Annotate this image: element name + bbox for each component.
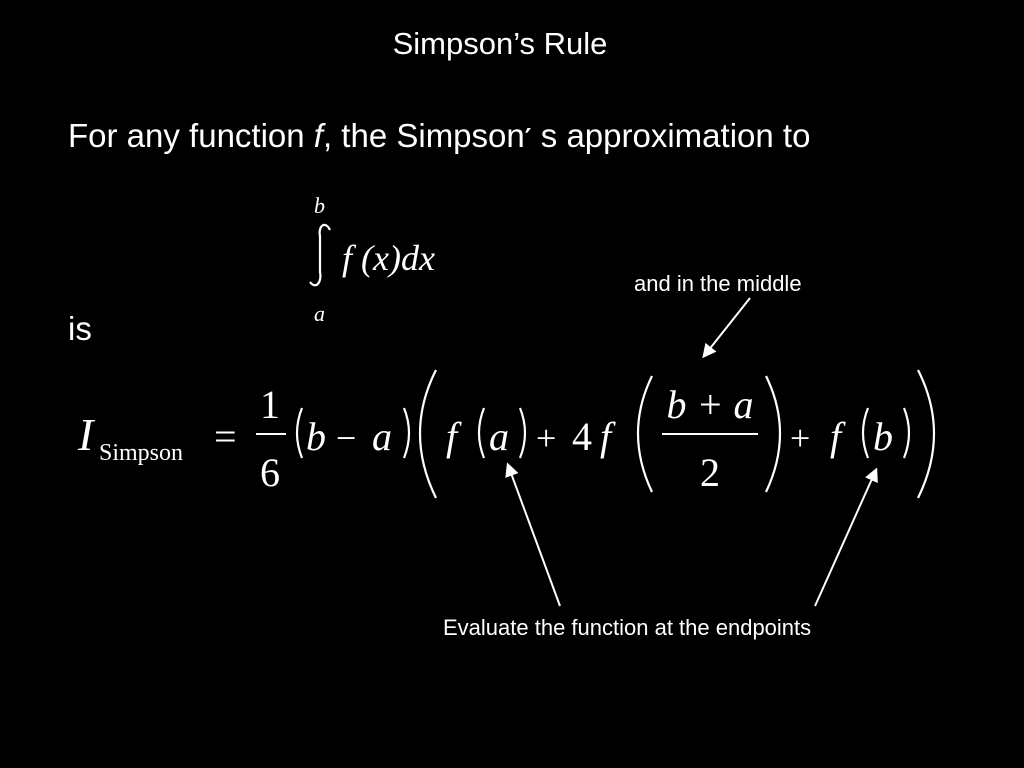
integral-expression: b a f (x)dx bbox=[309, 193, 435, 326]
intro-text: For any function f, the Simpson′ s appro… bbox=[68, 109, 948, 166]
coefficient-4: 4 bbox=[572, 414, 592, 459]
paren-close-mid bbox=[765, 375, 782, 493]
big-paren-open bbox=[418, 369, 437, 499]
factor-b: b bbox=[306, 414, 326, 459]
integral-upper-limit: b bbox=[314, 193, 325, 218]
factor-minus: − bbox=[336, 418, 356, 458]
big-paren-close bbox=[917, 369, 936, 499]
integral-lower-limit: a bbox=[314, 301, 325, 326]
paren-open-fa bbox=[477, 407, 486, 459]
annotation-middle: and in the middle bbox=[634, 271, 802, 296]
arrow-endpoint-b bbox=[814, 467, 878, 607]
arrow-middle bbox=[702, 297, 751, 359]
lhs-symbol: I bbox=[77, 409, 96, 460]
simpson-formula: I Simpson = 1 6 b − a f a + 4 f b + a 2 bbox=[77, 369, 936, 499]
intro-part-2: , the Simpson bbox=[322, 117, 525, 154]
integral-sign bbox=[309, 223, 331, 287]
annotation-endpoints: Evaluate the function at the endpoints bbox=[443, 615, 812, 640]
paren-close-ba bbox=[402, 407, 411, 459]
is-word: is bbox=[68, 310, 92, 347]
arrow-endpoint-a bbox=[505, 462, 561, 607]
equals-sign: = bbox=[214, 414, 237, 459]
plus-1: + bbox=[536, 418, 556, 458]
slide-title: Simpson’s Rule bbox=[392, 26, 608, 61]
mid-numerator: b + a bbox=[667, 382, 754, 427]
factor-a: a bbox=[372, 414, 392, 459]
intro-function-var: f bbox=[313, 117, 323, 154]
intro-part-1: For any function bbox=[68, 117, 314, 154]
fa-f: f bbox=[446, 414, 462, 459]
fraction-denominator: 6 bbox=[260, 450, 280, 495]
fmid-f: f bbox=[600, 414, 616, 459]
paren-open-fb bbox=[861, 407, 870, 459]
paren-open-mid bbox=[636, 375, 653, 493]
paren-close-fa bbox=[518, 407, 527, 459]
paren-open-ba bbox=[295, 407, 304, 459]
intro-prime: ′ bbox=[524, 124, 532, 154]
intro-part-3: s approximation to bbox=[531, 117, 811, 154]
paren-close-fb bbox=[902, 407, 911, 459]
fa-arg: a bbox=[489, 414, 509, 459]
integrand: f (x)dx bbox=[342, 238, 435, 278]
plus-2: + bbox=[790, 418, 810, 458]
fb-f: f bbox=[830, 414, 846, 459]
fraction-numerator: 1 bbox=[260, 382, 280, 427]
lhs-subscript: Simpson bbox=[99, 440, 183, 466]
fb-arg: b bbox=[873, 414, 893, 459]
mid-denominator: 2 bbox=[700, 450, 720, 495]
